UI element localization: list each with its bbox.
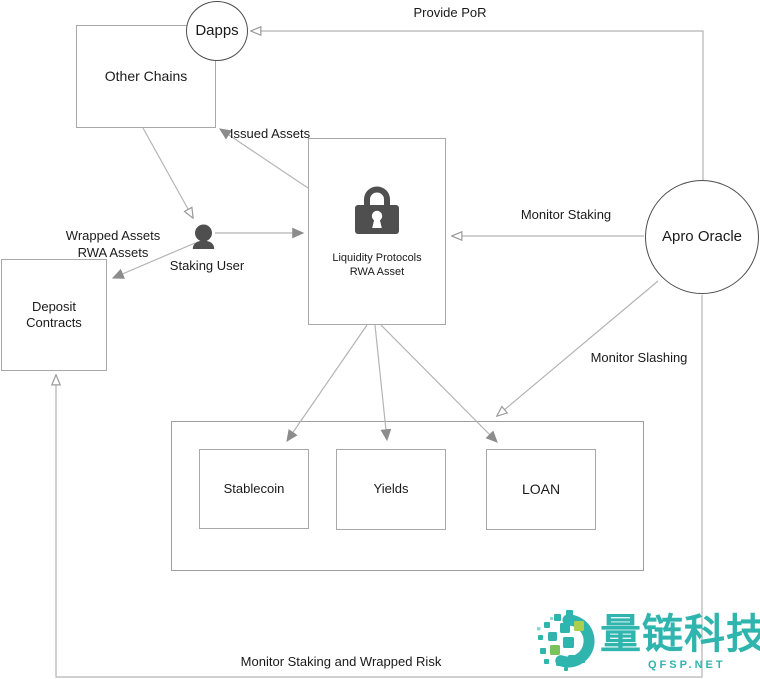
lock-icon: [354, 181, 400, 240]
node-stablecoin: Stablecoin: [199, 449, 309, 529]
user-icon: [192, 224, 215, 254]
loan-label: LOAN: [521, 480, 561, 497]
label-provide-por: Provide PoR: [413, 5, 487, 20]
label-wrapped-assets-line2: RWA Assets: [77, 244, 149, 260]
apro-oracle-label: Apro Oracle: [661, 227, 743, 245]
label-monitor-staking: Monitor Staking: [520, 207, 612, 222]
label-monitor-staking-wrapped-risk: Monitor Staking and Wrapped Risk: [240, 654, 442, 669]
node-liquidity-protocols: Liquidity Protocols RWA Asset: [308, 138, 446, 325]
watermark-logo-icon: [537, 609, 599, 678]
yields-label: Yields: [373, 481, 409, 497]
node-other-chains: Other Chains: [76, 25, 216, 128]
node-yields: Yields: [336, 449, 446, 530]
watermark-brand-text: 量链科技: [600, 611, 760, 657]
edge-monitor-slashing: [497, 280, 659, 416]
other-chains-label: Other Chains: [104, 67, 188, 84]
deposit-label-line1: Deposit: [31, 298, 77, 314]
node-apro-oracle: Apro Oracle: [645, 180, 759, 294]
dapps-label: Dapps: [195, 21, 239, 39]
deposit-label-line2: Contracts: [26, 315, 82, 330]
node-deposit-contracts: Deposit Contracts: [1, 259, 107, 371]
liquidity-label-line1: Liquidity Protocols: [332, 251, 422, 264]
edge-chains-to-user: [142, 127, 193, 218]
stablecoin-label: Stablecoin: [223, 480, 285, 496]
node-loan: LOAN: [486, 449, 596, 530]
label-monitor-slashing: Monitor Slashing: [590, 350, 688, 365]
label-issued-assets: Issued Assets: [229, 126, 311, 141]
label-wrapped-assets: Wrapped Assets RWA Assets: [66, 228, 160, 262]
liquidity-label-line2: RWA Asset: [349, 265, 405, 278]
label-staking-user: Staking User: [169, 258, 245, 273]
label-wrapped-assets-line1: Wrapped Assets: [65, 228, 161, 243]
watermark-url-text: QFSP.NET: [648, 659, 726, 671]
node-dapps: Dapps: [186, 1, 248, 61]
